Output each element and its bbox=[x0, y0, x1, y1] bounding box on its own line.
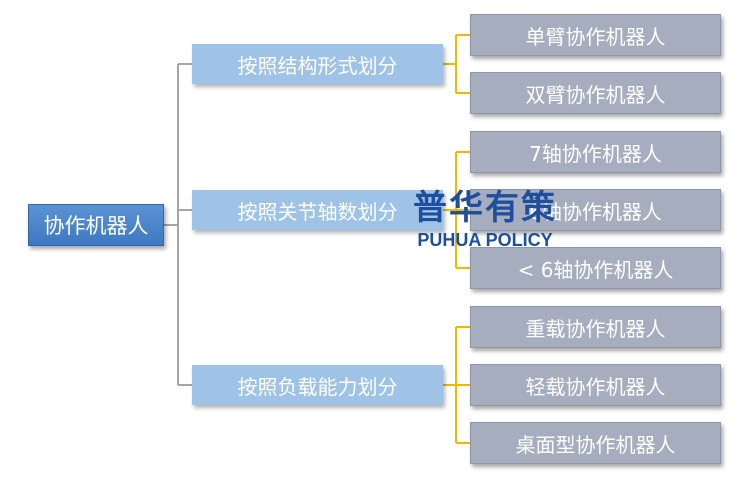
category-node-label: 按照结构形式划分 bbox=[237, 53, 398, 78]
leaf-node-heavy-load: 重载协作机器人 bbox=[470, 306, 721, 348]
root-node-label: 协作机器人 bbox=[43, 214, 149, 238]
category-node-axes: 按照关节轴数划分 bbox=[192, 190, 443, 230]
leaf-node-dual-arm: 双臂协作机器人 bbox=[470, 72, 721, 114]
category-node-payload: 按照负载能力划分 bbox=[192, 365, 443, 405]
leaf-node-label: 双臂协作机器人 bbox=[525, 82, 666, 107]
leaf-node-label: 桌面型协作机器人 bbox=[515, 432, 676, 457]
leaf-node-label: 单臂协作机器人 bbox=[525, 24, 666, 49]
leaf-node-light-load: 轻载协作机器人 bbox=[470, 364, 721, 406]
leaf-node-label: 轻载协作机器人 bbox=[525, 374, 666, 399]
leaf-node-desktop: 桌面型协作机器人 bbox=[470, 422, 721, 464]
root-node: 协作机器人 bbox=[28, 204, 164, 246]
leaf-node-under-6-axis: < 6轴协作机器人 bbox=[470, 247, 721, 289]
category-node-label: 按照负载能力划分 bbox=[237, 374, 398, 399]
leaf-node-7-axis: 7轴协作机器人 bbox=[470, 131, 721, 173]
leaf-node-6-axis: 6轴协作机器人 bbox=[470, 189, 721, 231]
category-node-structure: 按照结构形式划分 bbox=[192, 44, 443, 84]
leaf-node-label: 7轴协作机器人 bbox=[529, 141, 662, 166]
leaf-node-single-arm: 单臂协作机器人 bbox=[470, 14, 721, 56]
category-node-label: 按照关节轴数划分 bbox=[237, 199, 398, 224]
leaf-node-label: < 6轴协作机器人 bbox=[517, 257, 674, 282]
leaf-node-label: 重载协作机器人 bbox=[525, 316, 666, 341]
leaf-node-label: 6轴协作机器人 bbox=[529, 199, 662, 224]
